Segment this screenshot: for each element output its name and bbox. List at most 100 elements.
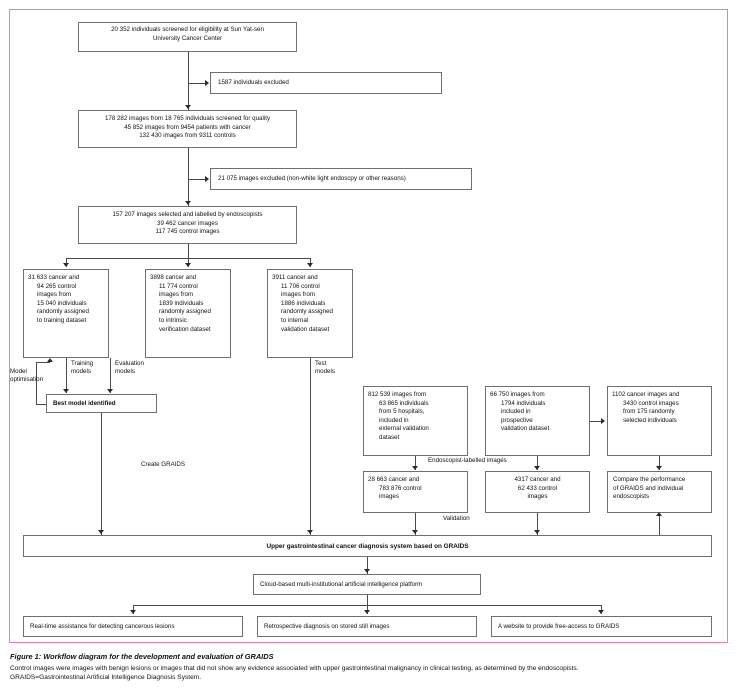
node-prospective-set-line2: 1794 individuals [501,399,546,407]
connector-split-left [66,258,67,267]
node-external-set-line2: 63 865 individuals [379,399,429,407]
edge-label-evaluation-line1: Evaluation [115,360,144,367]
connector-feedback-up [36,362,37,404]
node-training-set-line4: 15 040 individuals [37,299,87,307]
node-labelled-line2: 39 462 cancer images [157,219,218,227]
connector-feedback-bottom [36,404,46,405]
node-compare: Compare the performance of GRAIDS and in… [607,471,712,513]
arrowhead-test-models-graids [306,530,313,534]
arrowhead-prospective-validation [533,530,540,534]
node-intrinsic-set: 3898 cancer and 11 774 control images fr… [145,269,231,358]
node-external-set-line5: external validation [379,425,429,433]
node-external-labelled-line1: 28 663 cancer and [368,476,420,483]
node-intrinsic-set-line2: 11 774 control [159,282,198,290]
node-external-set-line1: 812 539 images from [368,391,427,398]
node-intrinsic-set-line7: verification dataset [159,325,211,333]
edge-label-create-graids: Create GRAIDS [141,461,186,468]
arrowhead-random-selected [601,417,605,424]
node-external-labelled: 28 663 cancer and 783 876 control images [363,471,468,513]
node-graids-system: Upper gastrointestinal cancer diagnosis … [23,535,712,557]
node-internal-set-line2: 11 706 control [281,282,320,290]
connector-external-labelled [415,456,416,470]
node-labelled-line1: 157 207 images selected and labelled by … [112,211,263,218]
edge-label-model-optimisation-line2: optimisation [10,376,44,384]
node-excluded-individuals: 1587 individuals excluded [210,72,442,94]
connector-split-right [310,258,311,267]
node-screened: 20 352 individuals screened for eligibil… [78,22,297,52]
node-external-set-line3: from 5 hospitals, [379,408,425,416]
node-prospective-set-line3: included in [501,408,531,416]
connector-app-left [133,605,134,614]
arrowhead-training-models [62,389,69,393]
node-internal-set-line1: 3911 cancer and [272,274,318,281]
connector-graids-to-compare [659,513,660,535]
node-screened-line1: 20 352 individuals screened for eligibil… [111,26,264,33]
node-internal-set-line7: validation dataset [281,325,330,333]
node-compare-line1: Compare the performance [613,476,686,483]
figure-caption: Figure 1: Workflow diagram for the devel… [10,652,732,683]
arrowhead-graids-to-compare [655,512,662,516]
node-intrinsic-set-line6: to intrinsic [159,316,187,324]
node-training-set-line2: 94 265 control [37,282,77,290]
node-excluded-images-line1: 21 075 images excluded (non-white light … [218,175,406,182]
node-prospective-labelled: 4317 cancer and 62 433 control images [485,471,590,513]
arrowhead-to-quality [184,105,191,109]
node-excluded-images: 21 075 images excluded (non-white light … [210,168,472,190]
connector-to-excluded-images [188,179,205,180]
node-intrinsic-set-line4: 1839 individuals [159,299,204,307]
node-labelled: 157 207 images selected and labelled by … [78,206,297,244]
node-internal-set-line3: images from [281,291,316,299]
arrowhead-cloud [363,569,370,573]
connector-create-graids [101,413,102,535]
connector-app-mid [367,605,368,614]
figure-frame [9,9,728,643]
node-prospective-labelled-line1: 4317 cancer and [514,476,561,483]
node-labelled-line3: 117 745 control images [155,228,220,236]
arrowhead-evaluation-models [106,389,113,393]
arrowhead-excluded-individuals [205,79,209,86]
node-random-selected-line1: 1102 cancer images and [612,391,680,398]
edge-label-training: Training models [71,360,93,377]
node-best-model-line1: Best model identified [53,400,116,407]
node-training-set-line6: to training dataset [37,316,87,324]
node-intrinsic-set-line1: 3898 cancer and [150,274,197,281]
node-cloud-platform-line1: Cloud-based multi-institutional artifici… [260,581,423,588]
arrowhead-to-labelled [184,201,191,205]
connector-labelled-down [188,244,189,258]
node-training-set-line3: images from [37,291,72,299]
node-app-website: A website to provide free-access to GRAI… [491,616,712,637]
node-random-selected-line3: from 175 randomly [623,408,675,416]
arrowhead-app-realtime [129,610,136,614]
node-training-set-line5: randomly assigned [37,308,89,316]
node-app-realtime: Real-time assistance for detecting cance… [23,616,243,637]
node-prospective-labelled-line2: 62 433 control [517,484,558,492]
edge-label-evaluation: Evaluation models [115,360,144,377]
figure-caption-title: Figure 1: Workflow diagram for the devel… [10,652,274,661]
arrowhead-excluded-images [205,175,209,182]
edge-label-evaluation-line2: models [115,368,135,376]
arrowhead-training-set [62,263,69,267]
arrowhead-app-website [597,610,604,614]
edge-label-test-line1: Test [315,360,327,367]
node-screened-line2: University Cancer Center [152,34,223,42]
connector-evaluation-models [110,358,111,393]
node-prospective-labelled-line3: images [527,493,548,501]
arrowhead-compare [655,466,662,470]
connector-random-to-compare [659,456,660,470]
node-compare-line2: of GRAIDS and individual [613,484,684,492]
node-prospective-set-line4: prospective [501,416,533,424]
connector-screened-down [188,52,189,110]
node-external-set: 812 539 images from 63 865 individuals f… [363,386,468,456]
node-external-set-line6: dataset [379,433,400,441]
connector-test-models [310,358,311,535]
node-quality-line1: 178 282 images from 18 765 individuals s… [104,115,271,122]
node-training-set-line1: 31 633 cancer and [28,274,80,281]
node-app-retrospective-line1: Retrospective diagnosis on stored still … [264,623,390,630]
connector-app-right [601,605,602,614]
node-cloud-platform: Cloud-based multi-institutional artifici… [253,574,481,595]
connector-training-models [66,358,67,393]
node-prospective-set-line1: 66 750 images from [490,391,545,398]
edge-label-training-line2: models [71,368,91,376]
node-random-selected-line2: 3430 control images [623,399,679,407]
